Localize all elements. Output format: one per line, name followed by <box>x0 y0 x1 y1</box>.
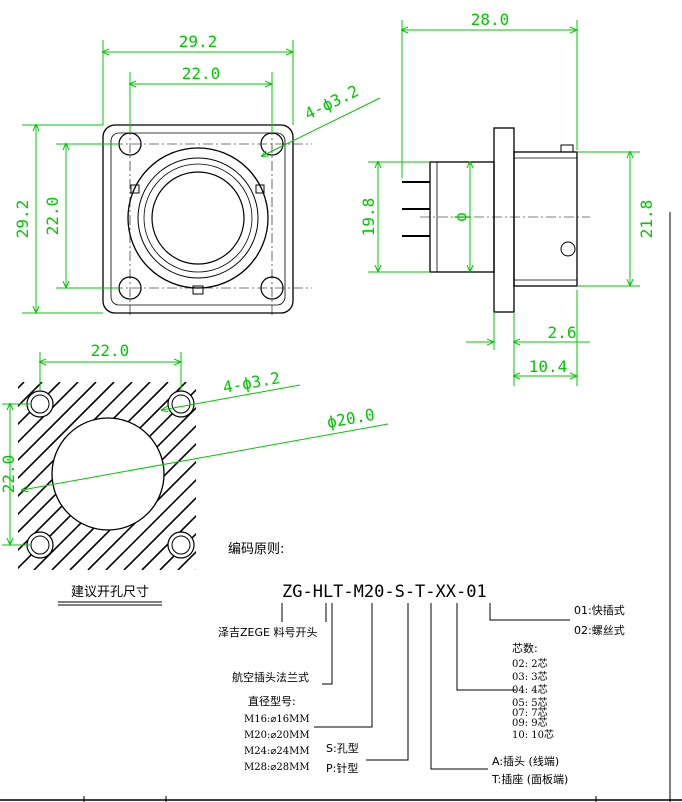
hatch-line <box>18 382 61 426</box>
cutout-title: 建议开孔尺寸 <box>71 585 149 600</box>
hatch-line <box>18 382 97 462</box>
cutout-dim-height: 22.0 <box>0 455 18 494</box>
core-05: 05: 5芯 <box>512 696 548 709</box>
dim-rear-length: 10.4 <box>529 357 568 376</box>
lock-01: 01:快插式 <box>574 603 625 617</box>
hatch-line <box>87 460 196 570</box>
flange-inner-outline <box>110 132 286 306</box>
dim-length: 28.0 <box>471 10 510 29</box>
core-02: 02: 2芯 <box>512 657 548 670</box>
series-label: 航空插头法兰式 <box>232 670 309 684</box>
contact-p: P:针型 <box>326 761 358 775</box>
cutout-dim-holes: 4-ϕ3.2 <box>221 368 281 397</box>
flange-outline <box>102 124 294 314</box>
receptacle-ring-3 <box>143 163 253 273</box>
cores-heading: 芯数: <box>512 641 538 655</box>
diameter-heading: 直径型号: <box>248 694 296 708</box>
dim-outer-height: 29.2 <box>13 200 32 239</box>
coding-heading: 编码原则: <box>228 542 284 557</box>
brand-label: 泽吉ZEGE 料号开头 <box>218 625 317 639</box>
dim-body-dia: ϕ <box>451 212 470 222</box>
receptacle-outer-ring <box>127 147 269 289</box>
side-lock-pin <box>560 241 576 257</box>
part-code: ZG-HLT-M20-S-T-XX-01 <box>282 582 487 602</box>
diameter-m16: M16:⌀16MM <box>244 714 310 725</box>
bayonet-boss-left <box>130 184 140 194</box>
hatch-line <box>105 478 196 570</box>
core-03: 03: 3芯 <box>512 670 548 683</box>
bayonet-boss-right <box>255 184 265 194</box>
cutout-dim-width: 22.0 <box>91 341 130 360</box>
core-09: 09: 9芯 <box>512 716 548 729</box>
dim-hole-width: 22.0 <box>182 64 221 83</box>
side-flange <box>493 127 515 313</box>
side-view: 28.0 19.8 ϕ 21.8 2.6 10.4 <box>359 10 656 386</box>
core-07: 07: 7芯 <box>512 706 548 719</box>
receptacle-ring-2 <box>137 157 259 279</box>
side-body-rear <box>513 151 578 287</box>
type-t: T:插座 (面板端) <box>491 772 568 786</box>
lock-02: 02:螺丝式 <box>574 624 625 637</box>
dim-outer-width: 29.2 <box>179 32 218 51</box>
panel-cutout: 22.0 22.0 4-ϕ3.2 ϕ20.0 建议开孔尺寸 <box>0 341 389 606</box>
hatch-line <box>123 496 196 570</box>
side-latch <box>560 144 574 153</box>
hatch-line <box>18 382 115 480</box>
core-10: 10: 10芯 <box>512 728 554 741</box>
dim-flange-height: 21.8 <box>637 200 656 239</box>
dim-hole-height: 22.0 <box>43 197 62 236</box>
front-view: 29.2 22.0 29.2 22.0 4-ϕ3.2 <box>13 32 381 315</box>
diameter-m20: M20:⌀20MM <box>244 730 310 741</box>
diameter-m24: M24:⌀24MM <box>244 746 310 757</box>
core-04: 04: 4芯 <box>512 683 548 696</box>
dim-body-height: 19.8 <box>359 198 378 237</box>
hatch-line <box>18 382 133 498</box>
dim-flange-thickness: 2.6 <box>548 323 577 342</box>
contact-s: S:孔型 <box>326 741 359 755</box>
type-a: A:插头 (线端) <box>492 754 559 768</box>
diameter-m28: M28:⌀28MM <box>244 762 310 773</box>
dim-mount-holes: 4-ϕ3.2 <box>301 81 361 123</box>
receptacle-bore <box>151 171 245 265</box>
coding-rules: 编码原则: ZG-HLT-M20-S-T-XX-01 泽吉ZEGE 料号开头 航… <box>218 542 625 786</box>
key-tab <box>192 285 204 295</box>
